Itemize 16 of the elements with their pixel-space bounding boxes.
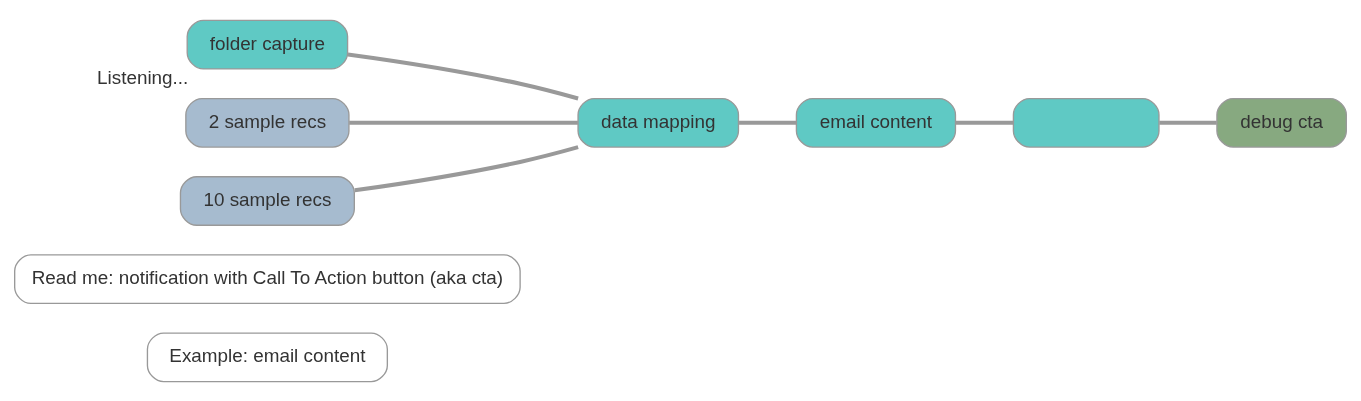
node-box: Read me: notification with Call To Action button (aka cta) <box>14 253 521 304</box>
node-box: data mapping <box>577 97 740 148</box>
node-box: Example: email content <box>146 331 389 382</box>
node-label: Listening... <box>97 66 189 88</box>
node-box: 2 sample recs <box>185 97 350 148</box>
node-box: email content <box>795 97 957 148</box>
connector <box>739 120 797 125</box>
node-box: 10 sample recs <box>179 175 355 226</box>
connector <box>349 120 578 125</box>
connector <box>354 144 579 192</box>
connector <box>1159 120 1217 125</box>
connector <box>347 51 579 100</box>
connector <box>955 120 1014 125</box>
node-box: debug cta <box>1216 97 1347 148</box>
node-box: folder capture <box>186 19 349 70</box>
node-box <box>1012 97 1160 148</box>
